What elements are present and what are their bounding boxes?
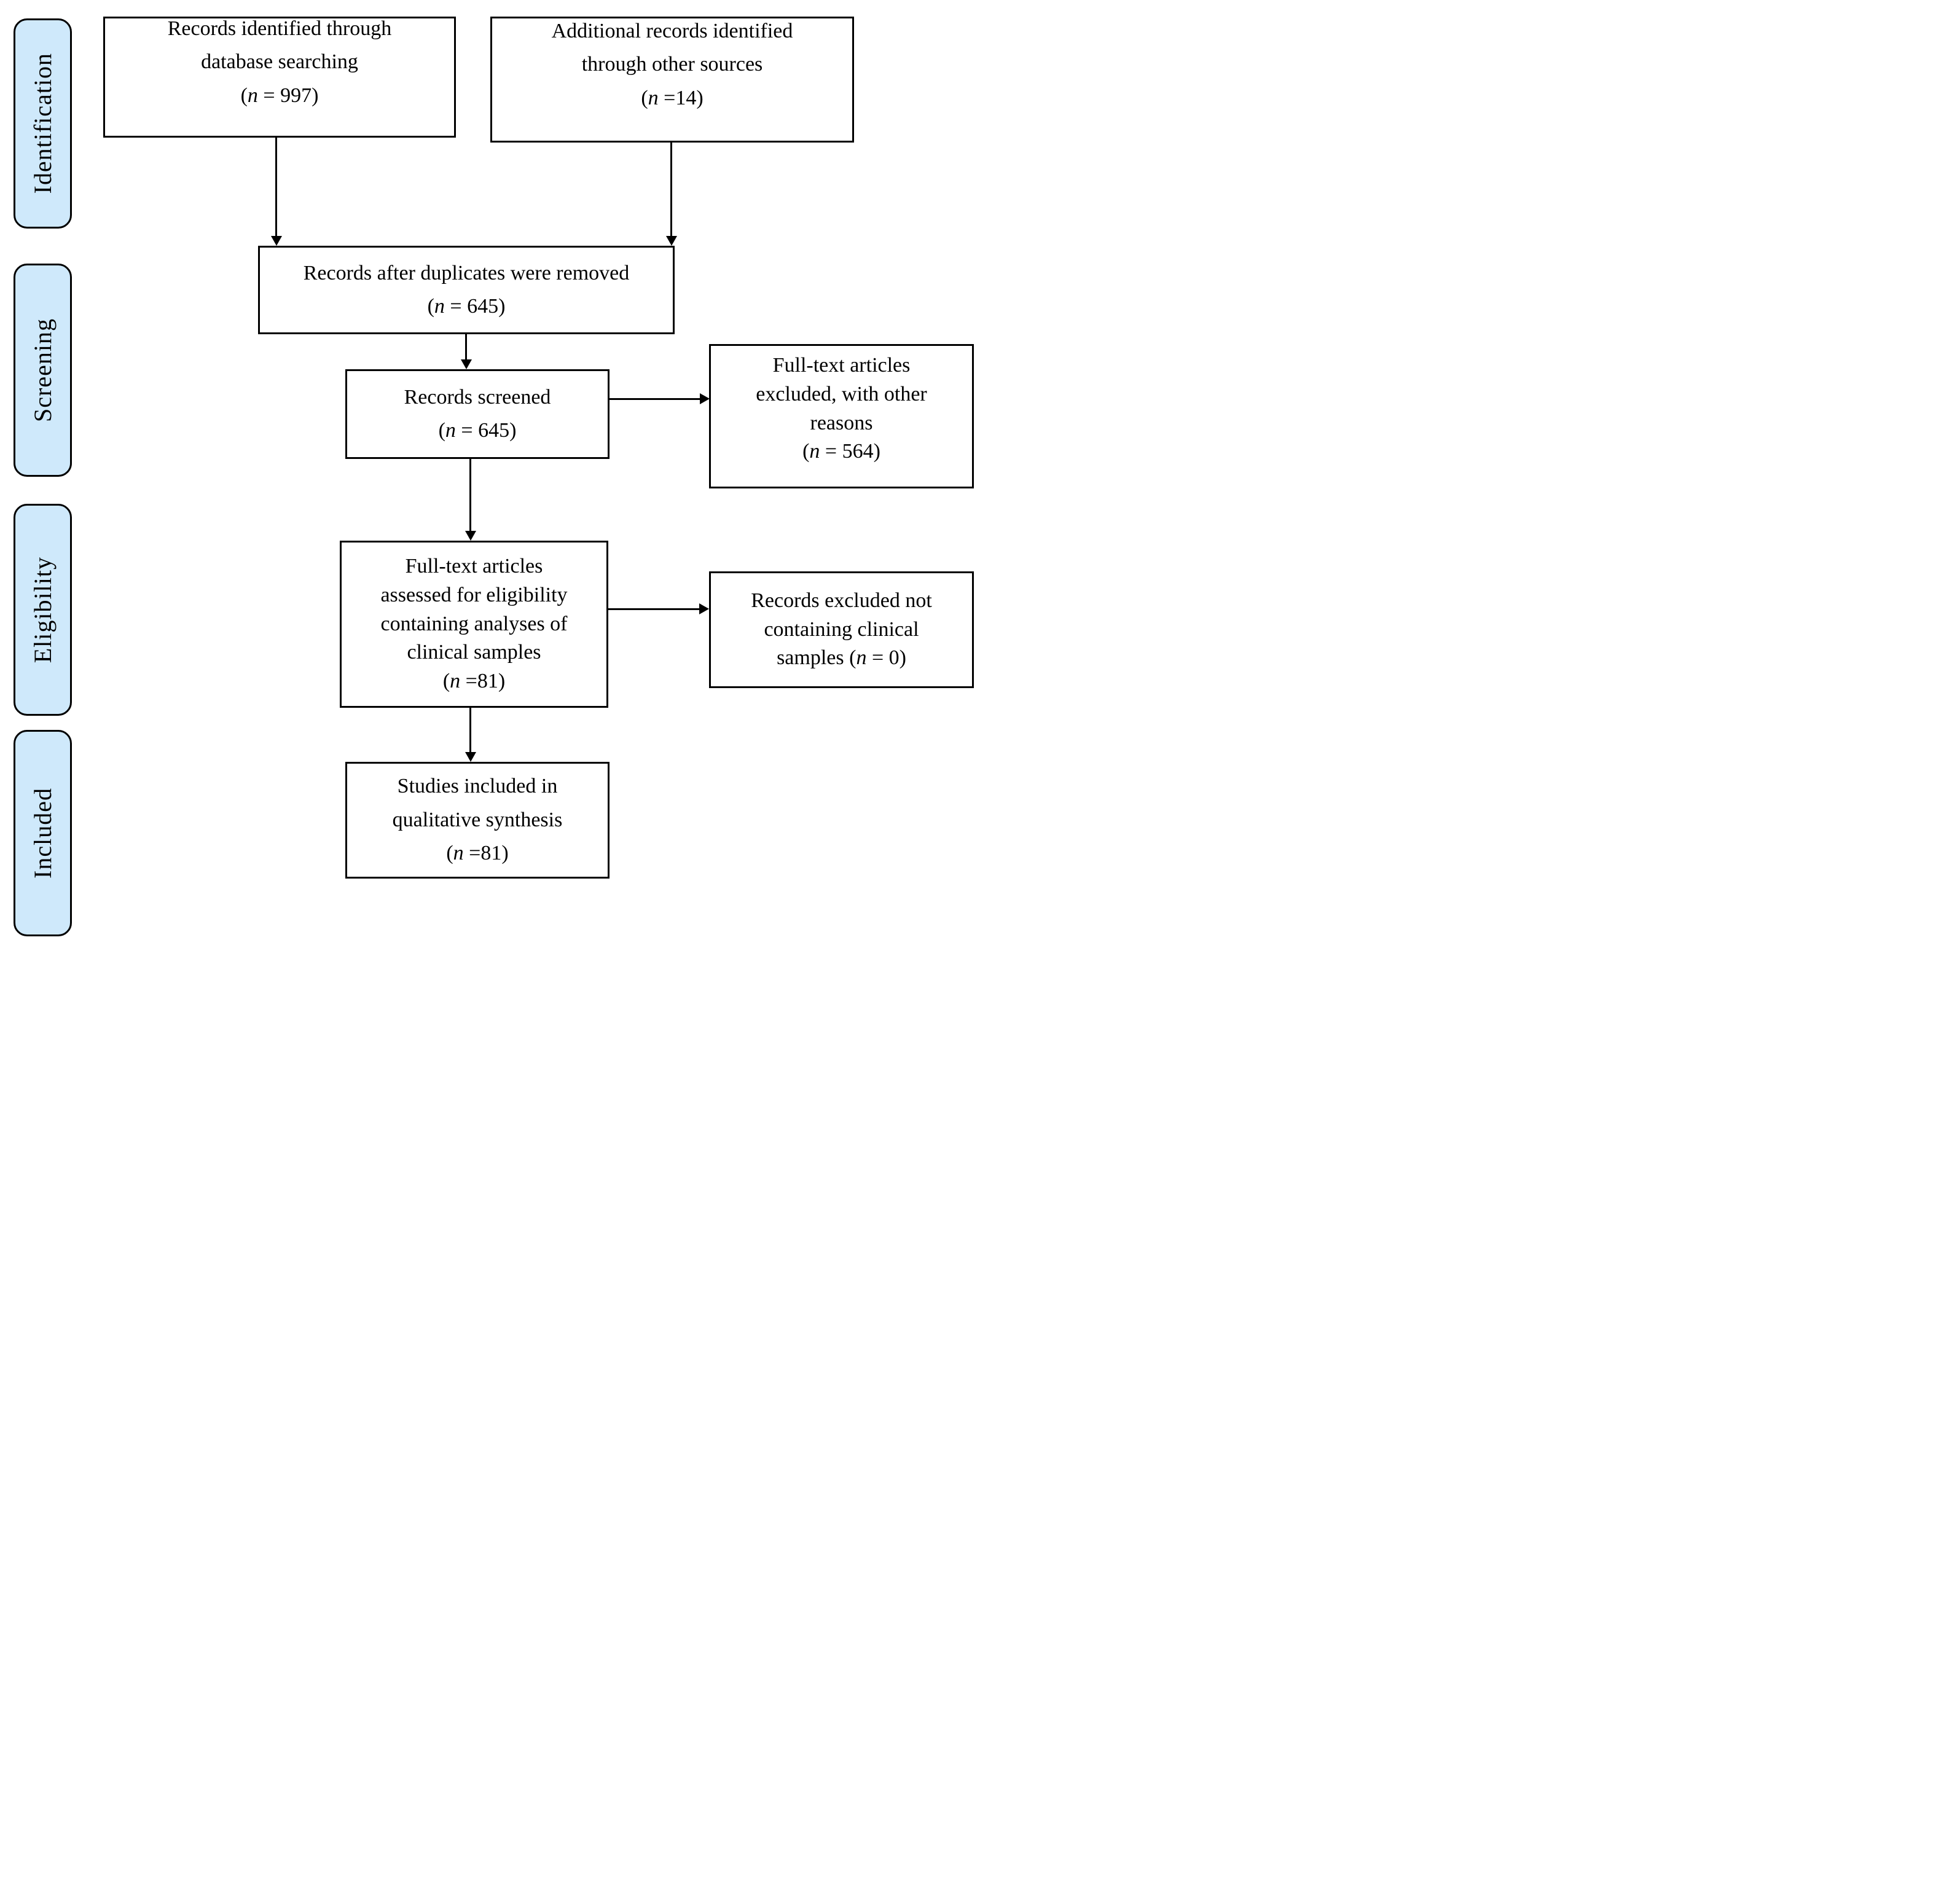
count-n: n xyxy=(453,842,464,865)
box-fulltext-excluded-line1: Full-text articles xyxy=(772,353,911,377)
box-fulltext-assessed: Full-text articles assessed for eligibil… xyxy=(340,541,608,708)
box-studies-included-line1: Studies included in xyxy=(397,775,558,798)
arrow-identified-to-duplicates-line xyxy=(275,138,277,236)
box-fulltext-assessed-count: (n =81) xyxy=(342,667,606,696)
box-duplicates-removed: Records after duplicates were removed (n… xyxy=(258,246,675,334)
box-records-screened-count: (n = 645) xyxy=(347,414,608,447)
box-studies-included-line2: qualitative synthesis xyxy=(392,808,563,831)
box-records-excluded-count: samples (n = 0) xyxy=(711,644,972,673)
count-n: n xyxy=(434,295,445,318)
box-additional-records-count: (n =14) xyxy=(492,82,852,115)
stage-identification: Identification xyxy=(14,18,72,229)
box-fulltext-excluded-line3: reasons xyxy=(810,411,873,434)
box-fulltext-assessed-line1: Full-text articles xyxy=(405,554,543,578)
stage-included-label: Included xyxy=(29,788,57,879)
arrow-assessed-to-excluded-line xyxy=(608,608,699,610)
box-fulltext-excluded: Full-text articles excluded, with other … xyxy=(709,344,974,488)
box-records-excluded-line2: containing clinical xyxy=(764,617,919,641)
count-rest: = 645) xyxy=(444,295,506,318)
box-additional-records: Additional records identified through ot… xyxy=(490,17,854,143)
box-additional-records-line2: through other sources xyxy=(581,53,763,76)
count-open: ( xyxy=(641,86,648,109)
box-fulltext-assessed-line4: clinical samples xyxy=(407,641,541,664)
stage-eligibility-label: Eligibility xyxy=(29,556,57,664)
stage-identification-label: Identification xyxy=(29,53,57,194)
arrow-assessed-to-included-head xyxy=(465,752,476,762)
box-records-excluded-line1: Records excluded not xyxy=(751,589,932,612)
arrow-duplicates-to-screened-head xyxy=(461,359,472,369)
box-records-identified-line1: Records identified through xyxy=(167,17,392,40)
box-records-excluded: Records excluded not containing clinical… xyxy=(709,571,974,688)
count-rest: = 645) xyxy=(455,419,517,442)
box-duplicates-removed-line1: Records after duplicates were removed xyxy=(303,261,630,284)
count-open: ( xyxy=(427,295,434,318)
box-fulltext-assessed-line2: assessed for eligibility xyxy=(380,583,568,606)
arrow-additional-to-duplicates-line xyxy=(670,143,672,236)
count-open: ( xyxy=(802,440,810,463)
stage-included: Included xyxy=(14,730,72,936)
count-open: ( xyxy=(240,84,248,107)
count-n: n xyxy=(856,646,867,670)
box-fulltext-excluded-line2: excluded, with other xyxy=(756,382,927,405)
count-open: ( xyxy=(849,646,857,670)
count-open: ( xyxy=(446,842,453,865)
count-open: ( xyxy=(442,670,450,693)
box-records-identified: Records identified through database sear… xyxy=(103,17,456,138)
count-rest: =81) xyxy=(463,842,509,865)
arrow-screened-to-assessed-line xyxy=(469,459,471,531)
count-rest: = 0) xyxy=(866,646,906,670)
stage-screening: Screening xyxy=(14,264,72,477)
arrow-duplicates-to-screened-line xyxy=(465,334,467,359)
stage-screening-label: Screening xyxy=(29,318,57,422)
count-n: n xyxy=(450,670,461,693)
box-records-identified-line2: database searching xyxy=(201,50,358,74)
box-records-screened-line1: Records screened xyxy=(404,385,551,409)
count-n: n xyxy=(247,84,258,107)
arrow-assessed-to-included-line xyxy=(469,708,471,752)
box-additional-records-line1: Additional records identified xyxy=(551,19,793,42)
box-records-identified-count: (n = 997) xyxy=(105,79,454,112)
box-studies-included-count: (n =81) xyxy=(347,837,608,870)
count-n: n xyxy=(445,419,456,442)
count-rest: =81) xyxy=(460,670,506,693)
box-fulltext-excluded-count: (n = 564) xyxy=(711,437,972,466)
count-prefix: samples xyxy=(777,646,850,670)
count-n: n xyxy=(809,440,820,463)
arrow-assessed-to-excluded-head xyxy=(699,603,709,614)
arrow-identified-to-duplicates-head xyxy=(271,236,282,246)
box-records-screened: Records screened (n = 645) xyxy=(345,369,610,459)
arrow-screened-to-excluded-head xyxy=(700,393,710,404)
stage-eligibility: Eligibility xyxy=(14,504,72,716)
count-n: n xyxy=(648,86,659,109)
box-studies-included: Studies included in qualitative synthesi… xyxy=(345,762,610,879)
count-rest: = 564) xyxy=(820,440,880,463)
arrow-screened-to-excluded-line xyxy=(610,398,700,400)
arrow-additional-to-duplicates-head xyxy=(666,236,677,246)
prisma-flow-diagram: Identification Screening Eligibility Inc… xyxy=(0,0,980,948)
count-rest: =14) xyxy=(658,86,704,109)
count-rest: = 997) xyxy=(257,84,319,107)
count-open: ( xyxy=(438,419,445,442)
box-duplicates-removed-count: (n = 645) xyxy=(260,290,673,323)
box-fulltext-assessed-line3: containing analyses of xyxy=(380,612,568,635)
arrow-screened-to-assessed-head xyxy=(465,531,476,541)
